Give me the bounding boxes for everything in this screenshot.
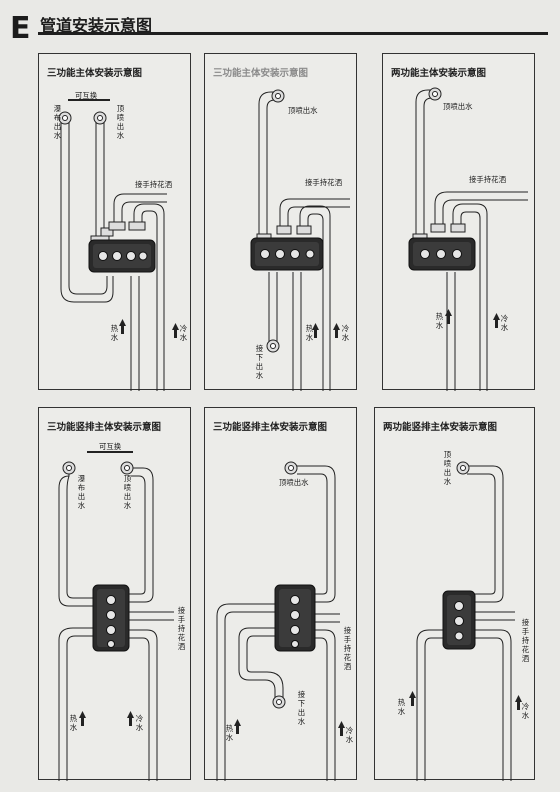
panel-4-hot-label: 热水 bbox=[69, 714, 78, 732]
panel-3-hot-label: 热水 bbox=[435, 312, 444, 330]
panel-1-outlet-b: 顶喷出水 bbox=[116, 104, 125, 140]
section-letter: E bbox=[10, 11, 31, 46]
panel-5-title: 三功能竖排主体安装示意图 bbox=[213, 422, 328, 433]
panel-3-title: 两功能主体安装示意图 bbox=[391, 68, 487, 79]
page-title: 管道安装示意图 bbox=[40, 16, 153, 35]
panel-2-hot-label: 热水 bbox=[305, 324, 314, 342]
panel-1-hot-label: 热水 bbox=[110, 324, 119, 342]
panel-6-title: 两功能竖排主体安装示意图 bbox=[383, 422, 498, 433]
panel-5-top-outlet: 顶喷出水 bbox=[279, 478, 309, 487]
panel-6-top-outlet: 顶喷出水 bbox=[443, 450, 452, 486]
panel-two-function: 两功能主体安装示意图 顶喷出水 接手持花洒 热水 冷水 bbox=[382, 53, 535, 391]
panel-3-shower-label: 接手持花洒 bbox=[469, 175, 506, 184]
panel-1-swap-bar bbox=[68, 99, 110, 101]
panel-2-cold-label: 冷水 bbox=[341, 324, 350, 342]
panel-4-cold-label: 冷水 bbox=[135, 714, 144, 732]
panel-2-top-outlet: 顶喷出水 bbox=[288, 106, 318, 115]
panel-three-function-vertical: 三功能竖排主体安装示意图 可互换 瀑布出水 顶喷出水 接手持花洒 热水 冷水 bbox=[38, 407, 191, 781]
panel-6-shower-label: 接手持花洒 bbox=[521, 618, 530, 663]
pipe-diagram-3 bbox=[408, 87, 528, 391]
panel-5-lower-label: 接下出水 bbox=[297, 690, 306, 726]
pipe-diagram-1 bbox=[58, 111, 179, 391]
panel-3-top-outlet: 顶喷出水 bbox=[443, 102, 473, 111]
panel-2-shower-label: 接手持花洒 bbox=[305, 178, 342, 187]
panel-4-swap-label: 可互换 bbox=[99, 442, 122, 451]
panel-5-cold-label: 冷水 bbox=[345, 726, 354, 744]
panel-1-cold-label: 冷水 bbox=[179, 324, 188, 342]
panel-three-function-vertical-b: 三功能竖排主体安装示意图 顶喷出水 接手持花洒 接下出水 热水 冷水 bbox=[204, 407, 357, 781]
panel-4-title: 三功能竖排主体安装示意图 bbox=[47, 422, 162, 433]
pipe-diagram-2 bbox=[250, 89, 350, 391]
pipe-diagram-6 bbox=[409, 461, 522, 781]
title-rule bbox=[38, 32, 548, 35]
panel-6-cold-label: 冷水 bbox=[521, 702, 530, 720]
panel-4-shower-label: 接手持花洒 bbox=[177, 606, 186, 651]
panel-5-hot-label: 热水 bbox=[225, 724, 234, 742]
panel-6-hot-label: 热水 bbox=[397, 698, 406, 716]
panel-1-swap-label: 可互换 bbox=[75, 91, 98, 100]
panel-1-outlet-a: 瀑布出水 bbox=[53, 104, 62, 140]
panel-1-shower-label: 接手持花洒 bbox=[135, 180, 172, 189]
panel-4-outlet-b: 顶喷出水 bbox=[123, 474, 132, 510]
panel-two-function-vertical: 两功能竖排主体安装示意图 顶喷出水 接手持花洒 热水 冷水 bbox=[374, 407, 535, 781]
pipe-diagram-4 bbox=[58, 461, 174, 781]
panel-3-cold-label: 冷水 bbox=[500, 314, 509, 332]
pipe-diagram-5 bbox=[216, 461, 345, 781]
panel-three-function-b: 三功能主体安装示意图 顶喷出水 接手持花洒 接下出水 热水 冷水 bbox=[204, 53, 357, 391]
panel-4-swap-bar bbox=[87, 451, 133, 453]
panel-three-function: 三功能主体安装示意图 可互换 瀑布出水 顶喷出水 接手持花洒 热水 冷水 bbox=[38, 53, 191, 391]
panel-1-title: 三功能主体安装示意图 bbox=[47, 68, 143, 79]
panel-5-shower-label: 接手持花洒 bbox=[343, 626, 352, 671]
panel-2-lower-label: 接下出水 bbox=[255, 344, 264, 380]
panel-4-outlet-a: 瀑布出水 bbox=[77, 474, 86, 510]
panel-2-title: 三功能主体安装示意图 bbox=[213, 68, 309, 79]
